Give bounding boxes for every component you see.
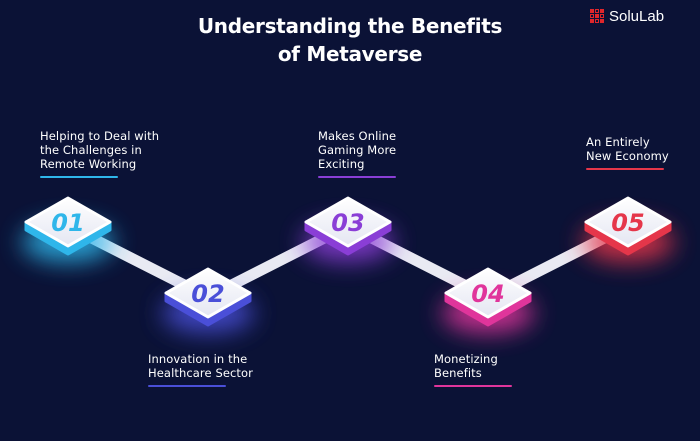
step-4-tile: 04 — [442, 267, 534, 333]
page-title: Understanding the Benefits of Metaverse — [0, 12, 700, 68]
step-1-underline — [40, 176, 118, 178]
step-5-number: 05 — [611, 209, 644, 237]
step-3-label-line: Makes Online — [318, 129, 397, 143]
step-4-underline — [434, 385, 512, 387]
step-3-underline — [318, 176, 396, 178]
step-5-underline — [586, 168, 664, 170]
step-1-tile: 01 — [22, 196, 114, 262]
step-1-label-line: the Challenges in — [40, 143, 142, 157]
brand-logo: SoluLab — [590, 7, 664, 25]
brand-name: SoluLab — [609, 7, 665, 25]
tile-face — [304, 196, 392, 248]
step-4-label: Monetizing Benefits — [434, 352, 512, 387]
step-2-underline — [148, 385, 226, 387]
step-5-label-line: An Entirely — [586, 135, 650, 149]
step-2-label: Innovation in the Healthcare Sector — [148, 352, 253, 387]
step-4-label-line: Benefits — [434, 366, 482, 380]
step-2-tile: 02 — [162, 267, 254, 333]
step-1-label-line: Helping to Deal with — [40, 129, 160, 143]
step-2-number: 02 — [191, 280, 224, 308]
title-line-2: of Metaverse — [277, 42, 423, 66]
step-2-label-line: Innovation in the — [148, 352, 248, 366]
tile-face — [444, 267, 532, 319]
step-3-label-line: Gaming More — [318, 143, 397, 157]
step-3-label-line: Exciting — [318, 157, 365, 171]
tile-face — [164, 267, 252, 319]
step-3-tile: 03 — [302, 196, 394, 262]
tile-face — [24, 196, 112, 248]
step-1-label-line: Remote Working — [40, 157, 137, 171]
title-line-1: Understanding the Benefits — [197, 14, 503, 38]
step-5-label: An Entirely New Economy — [586, 135, 669, 170]
step-5-tile: 05 — [582, 196, 674, 262]
step-4-number: 04 — [471, 280, 504, 308]
step-3-label: Makes Online Gaming More Exciting — [318, 129, 396, 178]
step-1-label: Helping to Deal with the Challenges in R… — [40, 129, 159, 178]
step-5-label-line: New Economy — [586, 149, 669, 163]
step-3-number: 03 — [331, 209, 364, 237]
tile-face — [584, 196, 672, 248]
solulab-logo-icon — [590, 9, 604, 23]
step-4-label-line: Monetizing — [434, 352, 498, 366]
step-2-label-line: Healthcare Sector — [148, 366, 254, 380]
step-1-number: 01 — [51, 209, 84, 237]
